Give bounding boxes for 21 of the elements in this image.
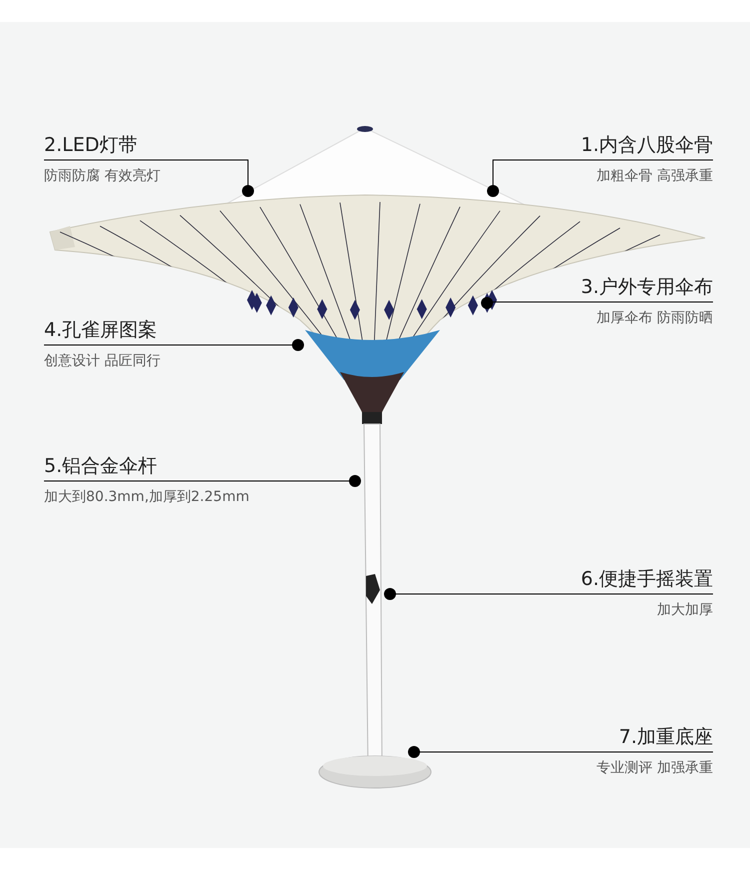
callout-note: 加大加厚	[657, 601, 713, 620]
callout-title: 5.铝合金伞杆	[44, 454, 158, 479]
callout-note: 创意设计 品匠同行	[44, 352, 160, 371]
leader-line	[481, 297, 714, 309]
leader-line	[384, 588, 714, 600]
callout-note: 加厚伞布 防雨防晒	[596, 309, 713, 328]
callout-note: 加粗伞骨 高强承重	[596, 167, 713, 186]
callout-title: 7.加重底座	[618, 725, 713, 750]
leader-line	[487, 160, 714, 197]
leader-line	[408, 746, 714, 758]
callout-title: 2.LED灯带	[44, 133, 138, 158]
callout-note: 防雨防腐 有效亮灯	[44, 167, 160, 186]
callout-note: 加大到80.3mm,加厚到2.25mm	[44, 488, 250, 507]
leader-line	[44, 475, 361, 487]
callout-title: 3.户外专用伞布	[580, 275, 713, 300]
callout-note: 专业测评 加强承重	[596, 759, 713, 778]
callout-title: 6.便捷手摇装置	[580, 567, 713, 592]
leader-line	[44, 339, 304, 351]
leader-line	[44, 160, 254, 197]
callout-title: 4.孔雀屏图案	[44, 318, 158, 343]
callout-title: 1.内含八股伞骨	[580, 133, 713, 158]
